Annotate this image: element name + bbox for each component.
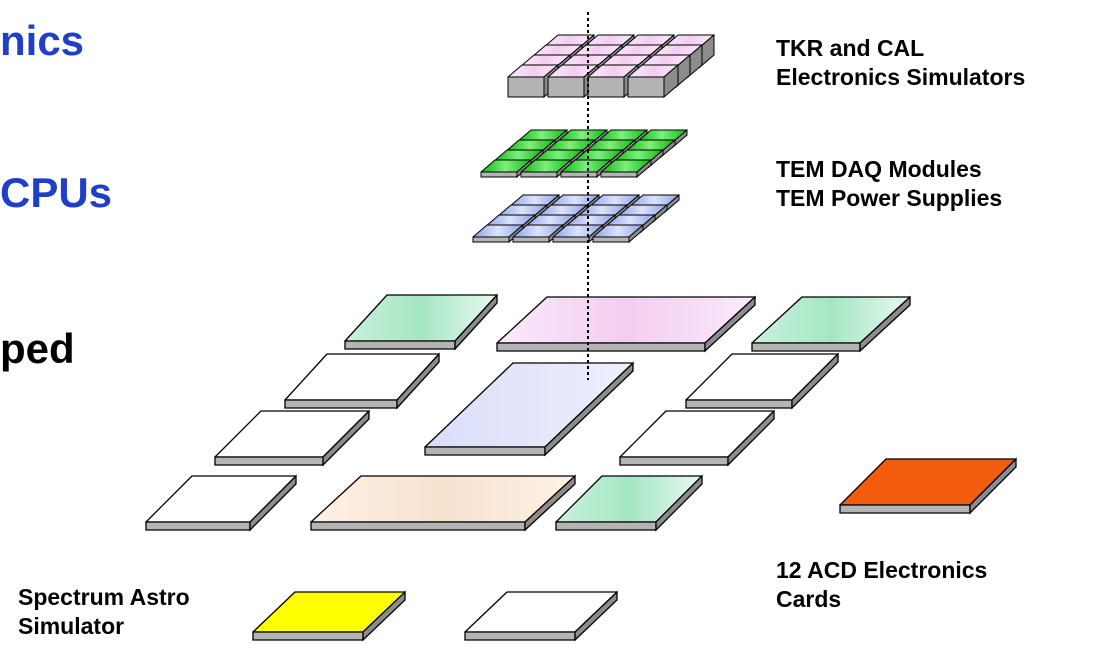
acd-label: 12 ACD Electronics Cards (776, 556, 987, 614)
card-spectrum-yellow (252, 590, 406, 642)
spectrum-astro-label-line-1: Spectrum Astro (18, 584, 190, 610)
card-mid-left (284, 352, 440, 410)
tem-power-tile-r0-c1 (512, 223, 564, 244)
acd-label-line-2: Cards (776, 586, 842, 612)
electronics-simulators-label-line-2: Electronics Simulators (776, 64, 1026, 90)
tem-daq-tile-r0-c2 (560, 158, 612, 179)
card-lower-right (619, 409, 775, 467)
card-layer (145, 293, 1017, 642)
card-mid-right (685, 352, 839, 410)
card-acd-orange (839, 457, 1017, 515)
simulator-block-r0-c3 (627, 63, 679, 99)
card-top-center (496, 295, 756, 353)
card-center (424, 361, 634, 457)
card-top-right (751, 295, 911, 353)
card-bottom-right (555, 474, 703, 532)
card-top-left (344, 293, 498, 351)
heading-fragment-ped: ped (0, 325, 75, 372)
tem-label-line-2: TEM Power Supplies (776, 185, 1003, 211)
tem-label-line-1: TEM DAQ Modules (776, 156, 982, 182)
spectrum-astro-label: Spectrum Astro Simulator (18, 583, 190, 641)
tem-daq-tile-r0-c1 (520, 158, 572, 179)
spectrum-astro-label-line-2: Simulator (18, 613, 125, 639)
electronics-simulators-label: TKR and CAL Electronics Simulators (776, 34, 1025, 92)
heading-fragment-cpus: CPUs (0, 169, 113, 216)
module-layer (472, 33, 715, 244)
card-bottom-white (464, 590, 618, 642)
electronics-simulators-label-line-1: TKR and CAL (776, 35, 925, 61)
tem-daq-tile-r0-c3 (600, 158, 652, 179)
card-bottom-center (310, 474, 576, 532)
heading-fragment-electronics: nics (0, 17, 85, 64)
tem-label: TEM DAQ Modules TEM Power Supplies (776, 155, 1002, 213)
simulator-block-r0-c2 (587, 63, 639, 99)
card-lower-left (214, 409, 370, 467)
card-bottom-left (145, 474, 297, 532)
acd-label-line-1: 12 ACD Electronics (776, 557, 988, 583)
tem-power-tile-r0-c3 (592, 223, 644, 244)
